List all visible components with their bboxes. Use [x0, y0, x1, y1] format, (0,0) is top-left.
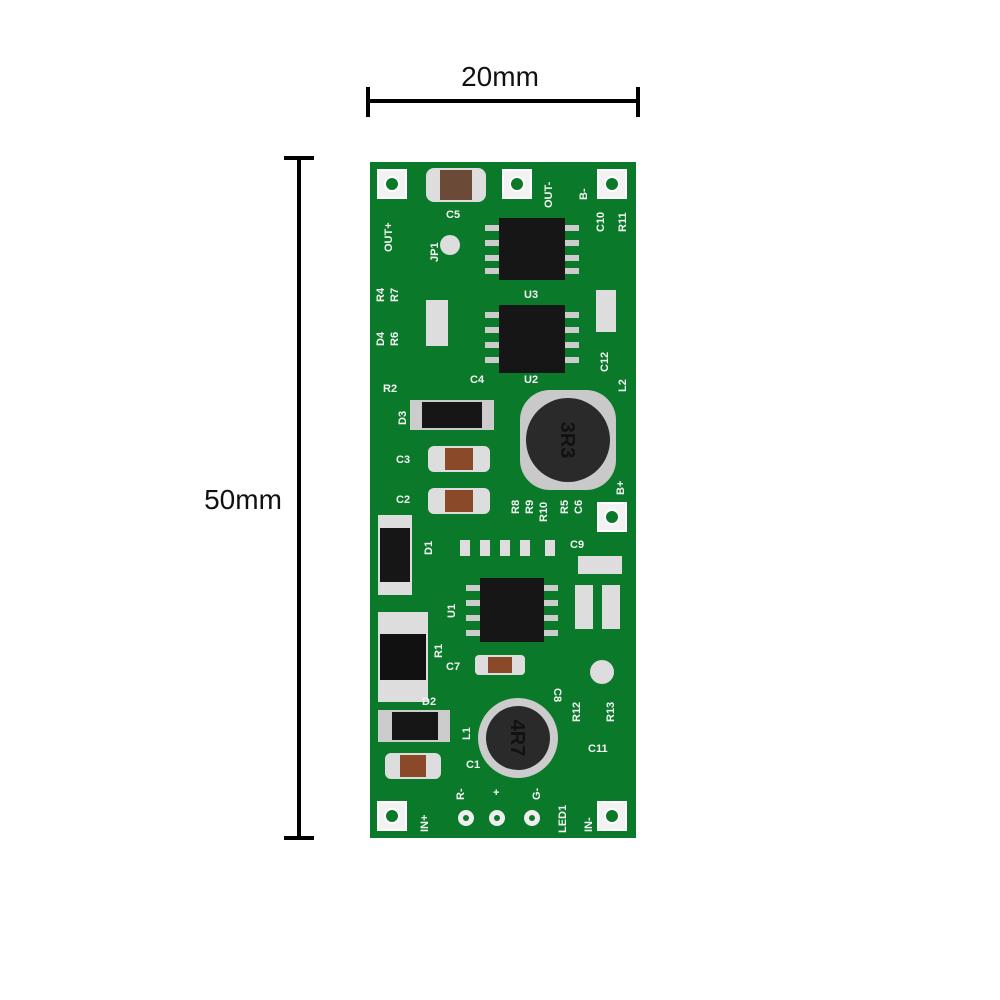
- silkscreen-label-d2: D2: [422, 696, 436, 708]
- ic-u2: [485, 305, 579, 373]
- height-dimension: 50mm: [204, 156, 314, 840]
- silkscreen-label-c5: C5: [446, 209, 460, 221]
- inductor-l1: 4R7: [478, 698, 558, 778]
- silkscreen-label-u3: U3: [524, 289, 538, 301]
- inductor-l2-mark: 3R3: [556, 422, 578, 459]
- silkscreen-label-jp1: JP1: [429, 242, 441, 262]
- silkscreen-label-u1: U1: [446, 604, 458, 618]
- silkscreen-label-r5: R5: [559, 500, 571, 514]
- silkscreen-label-d1: D1: [423, 541, 435, 555]
- silkscreen-label-c11: C11: [588, 743, 608, 755]
- height-label: 50mm: [204, 484, 282, 515]
- silkscreen-label-r6: R6: [389, 332, 401, 346]
- silkscreen-label-r_minus: R-: [455, 788, 467, 800]
- silkscreen-label-u2: U2: [524, 374, 538, 386]
- silkscreen-label-led1: LED1: [557, 805, 569, 833]
- silkscreen-label-c3: C3: [396, 454, 410, 466]
- silkscreen-label-r2: R2: [383, 383, 397, 395]
- inductor-l2: 3R3: [520, 390, 616, 490]
- silkscreen-label-r1: R1: [433, 644, 445, 658]
- ic-u3: [485, 218, 579, 280]
- silkscreen-label-r11: R11: [617, 212, 629, 232]
- silkscreen-label-r4: R4: [375, 287, 387, 302]
- silkscreen-label-c2: C2: [396, 494, 410, 506]
- corner-pads: [377, 169, 627, 831]
- silkscreen-label-d4: D4: [375, 331, 387, 346]
- silkscreen-label-in_plus: IN+: [419, 815, 431, 832]
- silkscreen-label-r10: R10: [538, 502, 550, 522]
- silkscreen-label-r12: R12: [571, 702, 583, 722]
- silkscreen-label-g_minus: G-: [531, 787, 543, 800]
- silkscreen-label-r8: R8: [510, 500, 522, 514]
- pcb-board: 3R3 4R7 OUT+ OUT-: [370, 162, 636, 838]
- led-pads: [458, 810, 540, 826]
- silkscreen-label-l2: L2: [617, 379, 629, 392]
- silkscreen-label-r7: R7: [389, 288, 401, 302]
- silkscreen-label-c6: C6: [573, 500, 585, 514]
- silkscreen-label-c10: C10: [595, 212, 607, 232]
- silkscreen-label-r13: R13: [605, 702, 617, 722]
- silkscreen-label-c8: C8: [551, 688, 563, 702]
- silkscreen-label-c7: C7: [446, 661, 460, 673]
- silkscreen-label-r9: R9: [524, 500, 536, 514]
- inductor-l1-mark: 4R7: [506, 720, 528, 757]
- silkscreen-label-l1: L1: [461, 727, 473, 740]
- silkscreen-label-b_plus: B+: [615, 481, 627, 495]
- width-label: 20mm: [461, 61, 539, 92]
- silkscreen-label-out_minus: OUT-: [543, 181, 555, 208]
- silkscreen-label-in_minus: IN-: [583, 817, 595, 832]
- silkscreen-label-plus: +: [493, 787, 499, 799]
- ic-u1: [466, 578, 558, 642]
- silkscreen-label-d3: D3: [397, 411, 409, 425]
- silkscreen-label-b_minus: B-: [578, 188, 590, 200]
- silkscreen-labels: OUT+ OUT- B- B+ C5 JP1 C10 R11 R4 R7 U3 …: [375, 181, 629, 833]
- width-dimension: 20mm: [366, 61, 640, 117]
- silkscreen-label-c1: C1: [466, 759, 480, 771]
- silkscreen-label-c12: C12: [599, 352, 611, 372]
- silkscreen-label-c9: C9: [570, 539, 584, 551]
- silkscreen-label-c4: C4: [470, 374, 485, 386]
- silkscreen-label-out_plus: OUT+: [383, 222, 395, 252]
